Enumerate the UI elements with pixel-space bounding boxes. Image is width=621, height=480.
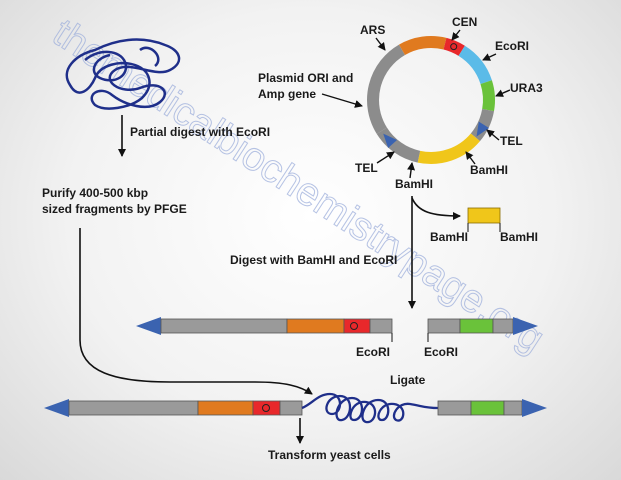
purify-label-line1: Purify 400-500 kbp (42, 186, 148, 200)
right-arm-end (492, 318, 514, 334)
purify-to-ligate-arrow (79, 228, 313, 395)
bamhi-segment (417, 133, 480, 164)
left-arm-backbone (160, 318, 288, 334)
ecori-plasmid-label: EcoRI (495, 39, 529, 53)
bottom-right-start (437, 400, 472, 416)
cen-segment (443, 37, 465, 56)
plasmid-backbone-segment (367, 44, 406, 134)
left-arm-ars (286, 318, 345, 334)
transform-label: Transform yeast cells (268, 448, 391, 462)
bottom-left-backbone (68, 400, 199, 416)
ecori-segment (458, 45, 492, 85)
bottom-left-ars (197, 400, 254, 416)
tel-cap-left-arm (136, 317, 161, 335)
ecori-arm-right-label: EcoRI (424, 345, 458, 359)
fragment-branch-arrow (411, 197, 461, 220)
bamhi-right-pointer (465, 151, 476, 165)
genomic-dna-coil (65, 38, 181, 110)
bottom-left-cen-circle (262, 404, 270, 412)
right-arm-ura3 (459, 318, 494, 334)
ars-pointer (375, 37, 386, 51)
tel-cap-bottom-right (522, 399, 547, 417)
ligate-label: Ligate (390, 373, 426, 387)
ars-segment (398, 36, 447, 56)
ura3-segment (480, 80, 495, 112)
plasmid-ori-label-line1: Plasmid ORI and (258, 71, 353, 85)
vector-arms (136, 317, 538, 342)
plasmid-ori-pointer (321, 93, 363, 108)
ecori-arm-left-label: EcoRI (356, 345, 390, 359)
digest-both-label: Digest with BamHI and EcoRI (230, 253, 397, 267)
ecori-plasmid-pointer (482, 53, 497, 61)
tel-triangle-right (476, 121, 489, 137)
left-arm-end (369, 318, 393, 334)
cen-pointer (451, 29, 461, 41)
recombinant-yac (44, 392, 547, 424)
cen-marker-circle (450, 43, 458, 51)
left-arm-cen-circle (350, 322, 358, 330)
bamhi-bottom-pointer (407, 162, 416, 179)
tel-left-pointer (376, 151, 395, 164)
tel-right-label: TEL (500, 134, 523, 148)
ura3-pointer (495, 89, 511, 97)
tel-cap-right-arm (513, 317, 538, 335)
bamhi-right-label: BamHI (470, 163, 508, 177)
purify-label-line2: sized fragments by PFGE (42, 202, 187, 216)
genomic-dna-coil-2 (84, 46, 160, 82)
tel-cap-bottom-left (44, 399, 69, 417)
bottom-left-cen (252, 400, 281, 416)
plasmid-lower-segment (376, 127, 421, 163)
bamhi-fragment (467, 207, 501, 224)
ars-label: ARS (360, 23, 385, 37)
insert-dna-coil (301, 392, 439, 424)
fragment-bamhi-right-label: BamHI (500, 230, 538, 244)
tel-left-label: TEL (355, 161, 378, 175)
right-arm-start (427, 318, 461, 334)
bottom-right-end (503, 400, 523, 416)
cen-label: CEN (452, 15, 477, 29)
bottom-right-ura3 (470, 400, 505, 416)
tel-triangle-left (383, 133, 398, 149)
yac-plasmid (367, 36, 495, 164)
bottom-left-end (279, 400, 303, 416)
bamhi-bottom-label: BamHI (395, 177, 433, 191)
partial-digest-label: Partial digest with EcoRI (130, 125, 270, 139)
fragment-bamhi-left-label: BamHI (430, 230, 468, 244)
tel-right-pointer (486, 129, 500, 141)
ura3-label: URA3 (510, 81, 543, 95)
plasmid-ori-label-line2: Amp gene (258, 87, 316, 101)
